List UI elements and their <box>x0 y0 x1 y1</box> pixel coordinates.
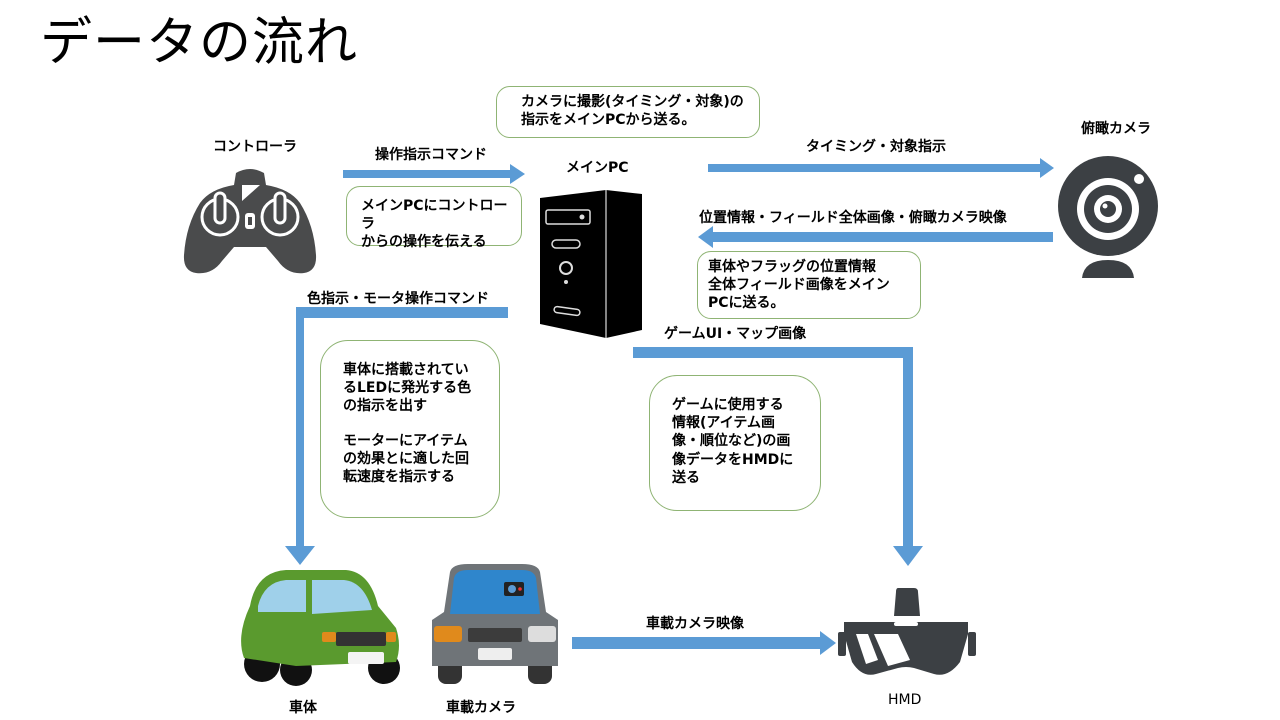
flow-label-onboard-to-hmd: 車載カメラ映像 <box>646 616 744 632</box>
desktop-tower-icon <box>540 190 642 338</box>
arrow-camera-to-pc <box>698 226 1053 248</box>
node-label-controller: コントローラ <box>213 139 297 155</box>
vr-headset-icon <box>838 588 976 675</box>
note-text: メインPCにコントローラ からの操作を伝える <box>361 198 508 251</box>
node-label-vehicle: 車体 <box>289 700 317 716</box>
arrow-onboard-to-hmd <box>572 631 836 655</box>
flow-label-pc-to-camera: タイミング・対象指示 <box>806 139 946 155</box>
gamepad-icon <box>183 169 317 274</box>
note-text: 車体やフラッグの位置情報 全体フィールド画像をメイン PCに送る。 <box>708 259 890 312</box>
note-overhead-camera: 車体やフラッグの位置情報 全体フィールド画像をメイン PCに送る。 <box>697 251 921 319</box>
note-hmd: ゲームに使用する 情報(アイテム画 像・順位など)の画 像データをHMDに 送る <box>649 375 821 511</box>
note-text: ゲームに使用する 情報(アイテム画 像・順位など)の画 像データをHMDに 送る <box>672 397 794 486</box>
note-vehicle: 車体に搭載されてい るLEDに発光する色 の指示を出す モーターにアイテム の効… <box>320 340 500 518</box>
note-text-motor: モーターにアイテム の効果とに適した回 転速度を指示する <box>343 432 469 485</box>
webcam-icon <box>1058 156 1158 278</box>
green-car-icon <box>241 570 400 686</box>
node-label-main-pc: メインPC <box>566 160 629 176</box>
dashcam-car-icon <box>432 564 558 684</box>
node-label-onboard-camera: 車載カメラ <box>446 700 516 716</box>
arrow-controller-to-pc <box>343 164 525 184</box>
flow-label-controller-to-pc: 操作指示コマンド <box>375 147 487 163</box>
note-text-led: 車体に搭載されてい るLEDに発光する色 の指示を出す <box>343 362 472 415</box>
arrow-pc-to-camera <box>708 158 1054 178</box>
node-label-hmd: HMD <box>888 692 922 708</box>
page-title: データの流れ <box>40 13 359 73</box>
note-controller: メインPCにコントローラ からの操作を伝える <box>346 186 522 250</box>
node-label-overhead-camera: 俯瞰カメラ <box>1081 121 1151 137</box>
flow-label-pc-to-vehicle: 色指示・モータ操作コマンド <box>307 291 489 307</box>
note-camera-instruction: カメラに撮影(タイミング・対象)の 指示をメインPCから送る。 <box>496 86 760 138</box>
flow-label-camera-to-pc: 位置情報・フィールド全体画像・俯瞰カメラ映像 <box>699 210 1007 226</box>
flow-label-pc-to-hmd: ゲームUI・マップ画像 <box>664 326 807 342</box>
note-text: カメラに撮影(タイミング・対象)の 指示をメインPCから送る。 <box>521 94 744 129</box>
